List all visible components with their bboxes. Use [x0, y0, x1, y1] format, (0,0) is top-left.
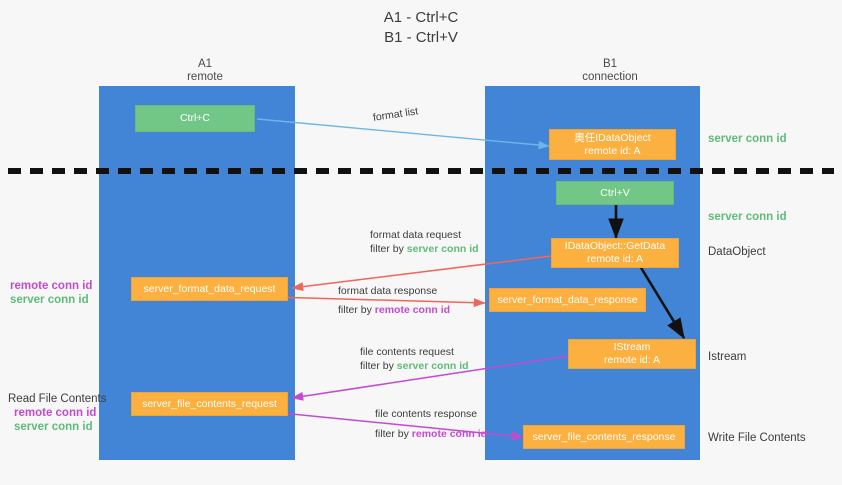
edge-label-format-data-response-line2: filter by remote conn id — [338, 303, 450, 317]
box-idataobject-sub: remote id: A — [584, 144, 641, 157]
box-istream-sub: remote id: A — [603, 354, 661, 366]
box-server-file-contents-request-label: server_file_contents_request — [142, 397, 277, 410]
edge-label-file-contents-response-prefix: filter by — [375, 428, 412, 440]
right-label-server-conn-id-1: server conn id — [708, 133, 787, 145]
edge-label-format-data-response-line1: format data response — [338, 285, 438, 297]
box-idataobject-getdata[interactable]: IDataObject::GetData remote id: A — [551, 238, 679, 268]
box-istream-label: IStream — [613, 341, 651, 353]
box-server-format-data-request-label: server_format_data_request — [143, 282, 276, 295]
box-idataobject[interactable]: 奧任IDataObject remote id: A — [549, 129, 676, 160]
edge-label-format-list: format list — [372, 104, 419, 125]
edge-label-format-data-response-prefix: filter by — [338, 304, 375, 316]
lane-header-b1-sub: connection — [582, 71, 638, 83]
left-label-group-2: Read File Contents remote conn id server… — [8, 392, 106, 434]
lane-header-a1-name: A1 — [197, 58, 213, 70]
lane-header-b1-name: B1 — [602, 58, 618, 70]
right-label-dataobject: DataObject — [708, 246, 766, 258]
box-ctrl-c[interactable]: Ctrl+C — [135, 105, 255, 132]
edge-label-file-contents-request: file contents request filter by server c… — [360, 345, 469, 373]
left-label-server-conn-id-1: server conn id — [10, 294, 89, 306]
edge-label-file-contents-response-line2: filter by remote conn id — [375, 427, 487, 441]
box-istream[interactable]: IStream remote id: A — [568, 339, 696, 369]
edge-label-file-contents-request-prefix: filter by — [360, 360, 397, 372]
box-ctrl-c-label: Ctrl+C — [179, 112, 211, 124]
box-ctrl-v-label: Ctrl+V — [600, 186, 630, 199]
box-server-format-data-response-label: server_format_data_response — [497, 293, 638, 306]
edge-label-format-data-response-accent: remote conn id — [374, 304, 451, 316]
lane-header-a1-sub: remote — [187, 71, 223, 83]
edge-label-format-data-request-line2: filter by server conn id — [370, 242, 479, 256]
box-server-file-contents-response[interactable]: server_file_contents_response — [523, 425, 685, 449]
right-label-server-conn-id-2: server conn id — [708, 211, 787, 223]
edge-label-format-list-line1: format list — [372, 105, 419, 124]
left-label-group-1: remote conn id server conn id — [10, 279, 92, 307]
edge-label-file-contents-response-line1: file contents response — [375, 408, 478, 420]
box-server-file-contents-request[interactable]: server_file_contents_request — [131, 392, 288, 416]
box-idataobject-getdata-sub: remote id: A — [586, 253, 644, 265]
edge-label-file-contents-request-line1: file contents request — [360, 346, 454, 358]
edge-label-format-data-request: format data request filter by server con… — [370, 228, 479, 256]
edge-label-file-contents-response-accent: remote conn id — [411, 428, 488, 440]
box-server-file-contents-response-label: server_file_contents_response — [532, 430, 676, 443]
edge-label-file-contents-response: file contents response filter by remote … — [375, 407, 487, 441]
edge-label-format-data-request-accent: server conn id — [406, 243, 479, 255]
left-label-remote-conn-id-1: remote conn id — [10, 280, 93, 292]
edge-label-format-data-request-line1: format data request — [370, 229, 462, 241]
box-idataobject-getdata-label: IDataObject::GetData — [564, 240, 666, 252]
edge-label-file-contents-request-line2: filter by server conn id — [360, 359, 469, 373]
right-label-istream: Istream — [708, 351, 747, 363]
edge-label-file-contents-request-accent: server conn id — [396, 360, 469, 372]
left-label-remote-conn-id-2: remote conn id — [14, 407, 97, 419]
right-label-write-file-contents: Write File Contents — [708, 432, 806, 444]
left-label-server-conn-id-2: server conn id — [14, 421, 93, 433]
edge-label-format-data-response: format data response filter by remote co… — [338, 284, 450, 317]
box-server-format-data-request[interactable]: server_format_data_request — [131, 277, 288, 301]
left-label-read-file-contents: Read File Contents — [8, 393, 107, 405]
box-server-format-data-response[interactable]: server_format_data_response — [489, 288, 646, 312]
lane-header-a1: A1 remote — [140, 58, 270, 84]
box-ctrl-v[interactable]: Ctrl+V — [556, 181, 674, 205]
edge-label-format-data-request-prefix: filter by — [370, 243, 407, 255]
page-title: A1 - Ctrl+C B1 - Ctrl+V — [383, 9, 459, 46]
phase-separator-dashed-line — [8, 168, 834, 174]
lane-header-b1: B1 connection — [540, 58, 680, 84]
box-idataobject-label: 奧任IDataObject — [574, 131, 651, 144]
